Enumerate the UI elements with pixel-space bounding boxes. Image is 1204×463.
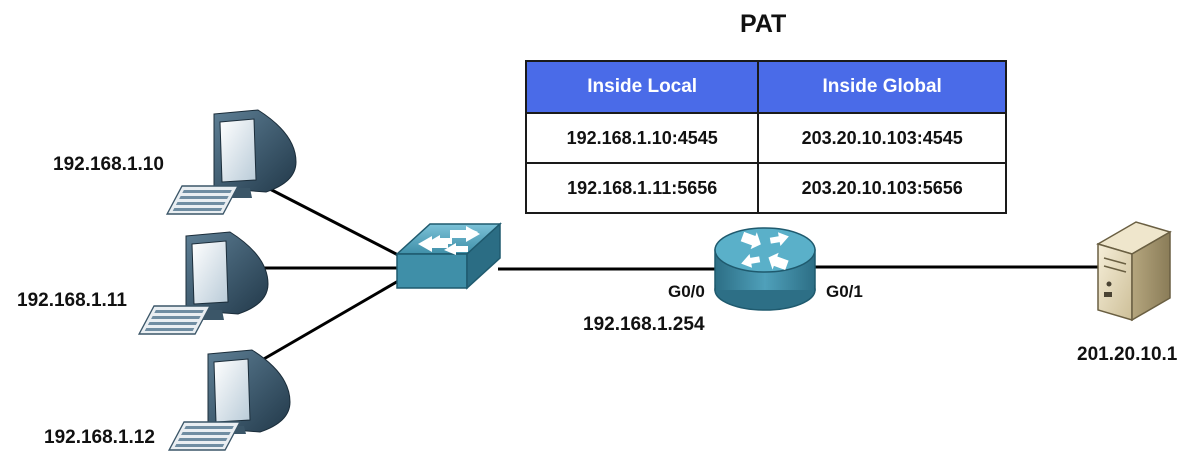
server-ip-label: 201.20.10.1	[1077, 344, 1178, 365]
network-links	[261, 183, 1098, 362]
column-header-inside-local: Inside Local	[524, 60, 760, 114]
router-inside-port-label: G0/0	[668, 282, 705, 301]
diagram-title: PAT	[740, 10, 787, 38]
inside-global-cell: 203.20.10.103:4545	[757, 112, 1007, 164]
link-pc1-switch	[261, 183, 401, 258]
router-inside-ip-label: 192.168.1.254	[583, 314, 705, 335]
inside-local-cell: 192.168.1.11:5656	[524, 162, 760, 214]
table-row: 192.168.1.11:5656 203.20.10.103:5656	[524, 162, 1007, 214]
pat-table: Inside Local Inside Global 192.168.1.10:…	[524, 60, 1007, 214]
computer-icon	[165, 109, 297, 215]
inside-local-cell: 192.168.1.10:4545	[524, 112, 760, 164]
host-ip-label: 192.168.1.10	[53, 154, 164, 175]
table-row: 192.168.1.10:4545 203.20.10.103:4545	[524, 112, 1007, 164]
router-icon	[714, 227, 816, 311]
host-ip-label: 192.168.1.12	[44, 427, 155, 448]
inside-global-cell: 203.20.10.103:5656	[757, 162, 1007, 214]
switch-icon	[395, 222, 502, 290]
table-header-row: Inside Local Inside Global	[524, 60, 1007, 114]
router-outside-port-label: G0/1	[826, 282, 863, 301]
column-header-inside-global: Inside Global	[757, 60, 1007, 114]
host-ip-label: 192.168.1.11	[17, 290, 127, 311]
computer-icon	[137, 231, 269, 335]
computer-icon	[167, 349, 291, 451]
server-icon	[1096, 221, 1172, 322]
link-pc3-switch	[261, 278, 401, 362]
